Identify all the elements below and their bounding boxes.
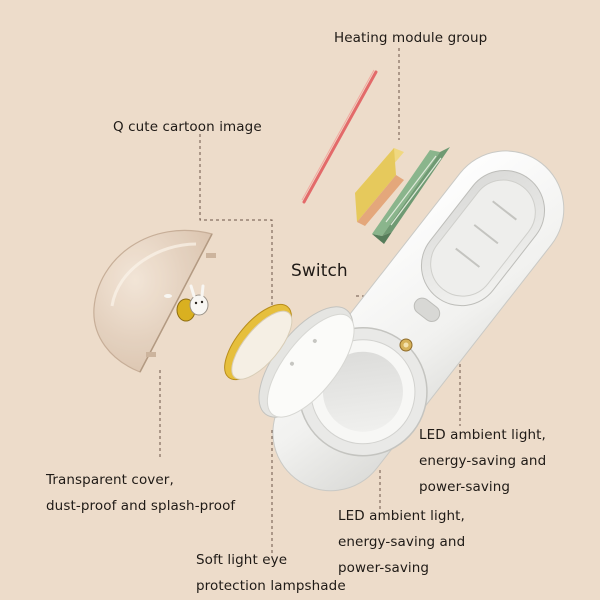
cartoon-base-plate [224,303,293,381]
label-cartoon-image: Q cute cartoon image [113,119,262,135]
cartoon-mascot [164,284,209,322]
label-switch: Switch [291,261,348,281]
main-body-shell [272,150,565,492]
leader-cartoon [199,134,273,305]
label-led-ambient-bottom: LED ambient light, energy-saving and pow… [338,508,466,576]
label-led-ambient-right: LED ambient light, energy-saving and pow… [419,427,547,495]
label-lampshade: Soft light eye protection lampshade [196,552,346,594]
transparent-cover [93,229,216,373]
heating-wire [301,69,378,204]
switch-contact [399,338,413,352]
lampshade-disc [258,306,355,418]
label-transparent-cover: Transparent cover, dust-proof and splash… [46,472,236,514]
label-heating-module: Heating module group [334,30,488,46]
heating-sponge [355,148,404,226]
pcb-heating-plate [372,147,450,244]
